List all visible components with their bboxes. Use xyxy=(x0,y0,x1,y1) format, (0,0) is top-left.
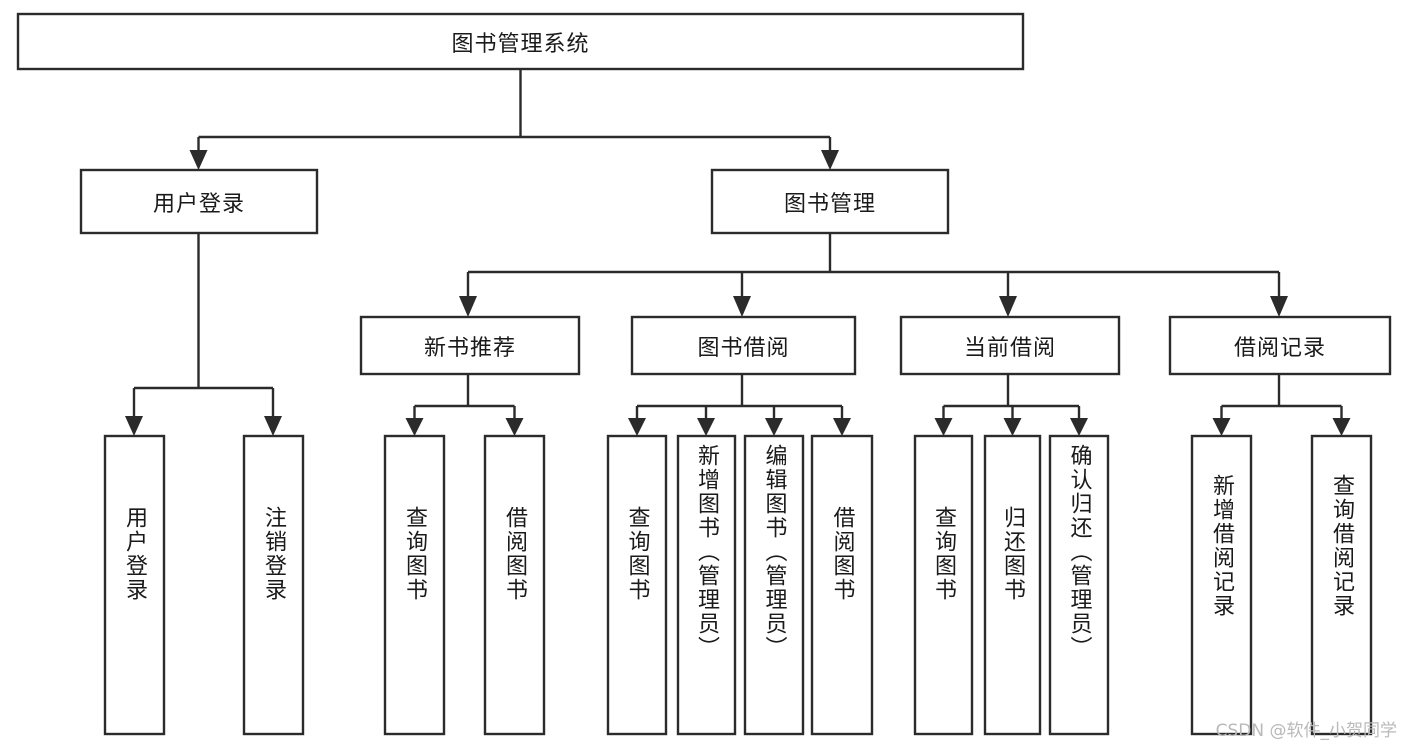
arrow-head-leaf-confirm-return xyxy=(1070,418,1088,436)
connector-book-manage-to-level3 xyxy=(459,233,1288,317)
node-box-current-borrow[interactable] xyxy=(899,315,1121,376)
arrow-head-leaf-user-login xyxy=(125,416,143,436)
node-box-book-borrow[interactable] xyxy=(630,315,857,376)
node-box-user-login[interactable] xyxy=(79,168,319,235)
node-box-leaf-query-book-1[interactable] xyxy=(383,434,446,736)
connector-book-borrow-to-leaves xyxy=(628,374,851,436)
node-box-leaf-borrow-book-1[interactable] xyxy=(483,434,546,736)
arrow-head-leaf-query-book-1 xyxy=(405,418,424,436)
connector-root-to-level2 xyxy=(189,69,839,170)
arrow-head-leaf-logout xyxy=(264,416,282,436)
node-box-leaf-add-book[interactable] xyxy=(676,434,737,736)
node-box-leaf-user-login[interactable] xyxy=(103,434,166,736)
arrow-head-leaf-add-record xyxy=(1212,418,1231,436)
node-box-new-book-rec[interactable] xyxy=(359,315,581,376)
node-box-leaf-edit-book[interactable] xyxy=(743,434,805,736)
arrow-head-leaf-query-book-3 xyxy=(934,418,953,436)
arrow-head-user-login xyxy=(189,150,208,170)
connector-borrow-record-to-leaves xyxy=(1212,374,1351,436)
node-box-leaf-logout[interactable] xyxy=(242,434,305,736)
node-box-borrow-record[interactable] xyxy=(1168,315,1392,376)
node-box-leaf-confirm-return[interactable] xyxy=(1048,434,1110,736)
arrow-head-current-borrow xyxy=(999,296,1017,317)
arrow-head-leaf-query-book-2 xyxy=(628,418,646,436)
arrow-head-leaf-return-book xyxy=(1003,418,1022,436)
node-box-leaf-return-book[interactable] xyxy=(983,434,1042,736)
connector-new-book-rec-to-leaves xyxy=(405,374,524,436)
node-box-root[interactable] xyxy=(16,12,1025,71)
node-box-leaf-query-book-2[interactable] xyxy=(606,434,668,736)
node-box-leaf-query-book-3[interactable] xyxy=(913,434,974,736)
arrow-head-book-borrow xyxy=(733,296,751,317)
node-box-leaf-borrow-book-2[interactable] xyxy=(810,434,874,736)
arrow-head-book-manage xyxy=(821,150,839,170)
node-box-leaf-add-record[interactable] xyxy=(1190,434,1253,736)
connector-current-borrow-to-leaves xyxy=(934,374,1088,436)
arrow-head-leaf-edit-book xyxy=(765,418,783,436)
arrow-head-leaf-borrow-book-1 xyxy=(505,418,524,436)
node-box-book-manage[interactable] xyxy=(710,168,950,235)
arrow-head-leaf-add-book xyxy=(697,418,715,436)
arrow-head-leaf-borrow-book-2 xyxy=(833,418,851,436)
arrow-head-new-book-rec xyxy=(459,296,477,317)
arrow-head-leaf-query-record xyxy=(1332,418,1351,436)
connector-user-login-to-leaves xyxy=(125,233,282,436)
node-box-leaf-query-record[interactable] xyxy=(1310,434,1373,736)
arrow-head-borrow-record xyxy=(1270,296,1288,317)
